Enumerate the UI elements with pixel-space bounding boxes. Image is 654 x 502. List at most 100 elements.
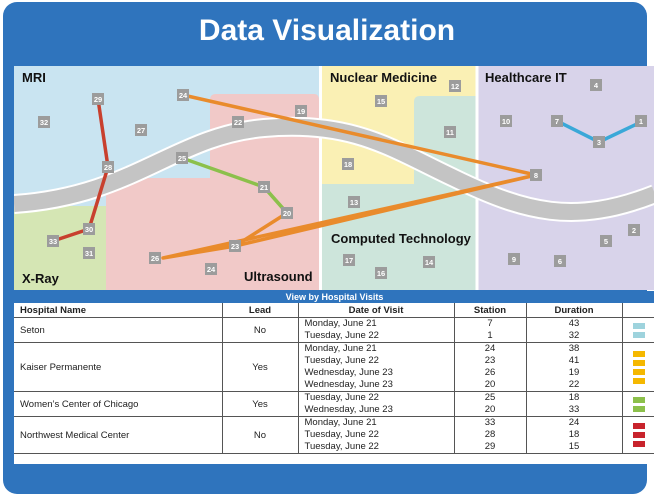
station-12[interactable]: 12 — [449, 80, 461, 92]
svg-text:15: 15 — [377, 97, 385, 106]
station-24[interactable]: 24 — [177, 89, 189, 101]
station-15[interactable]: 15 — [375, 95, 387, 107]
station-29[interactable]: 29 — [92, 93, 104, 105]
station-8[interactable]: 8 — [530, 169, 542, 181]
header-duration[interactable]: Duration — [525, 303, 622, 318]
station-24b[interactable]: 24 — [205, 263, 217, 275]
station-18[interactable]: 18 — [342, 158, 354, 170]
svg-text:19: 19 — [297, 107, 305, 116]
station-27[interactable]: 27 — [135, 124, 147, 136]
svg-text:9: 9 — [512, 255, 516, 264]
zone-computed-technology[interactable] — [322, 96, 477, 290]
visit-stations: 24 23 26 20 — [453, 342, 526, 392]
svg-text:13: 13 — [350, 198, 358, 207]
hospital-name: Women’s Center of Chicago — [14, 391, 222, 417]
header-station[interactable]: Station — [453, 303, 526, 318]
table-row-kaiser-permanente[interactable]: Kaiser Permanente Yes Monday, June 21 Tu… — [14, 342, 654, 392]
station-13[interactable]: 13 — [348, 196, 360, 208]
zone-healthcare-it[interactable] — [477, 66, 654, 290]
header-hospital-name[interactable]: Hospital Name — [14, 303, 222, 318]
color-swatches — [621, 342, 654, 392]
hospital-name: Seton — [14, 317, 222, 343]
station-14[interactable]: 14 — [423, 256, 435, 268]
station-26[interactable]: 26 — [149, 252, 161, 264]
station-9[interactable]: 9 — [508, 253, 520, 265]
svg-text:24: 24 — [207, 265, 216, 274]
station-1[interactable]: 1 — [635, 115, 647, 127]
visit-durations: 38 41 19 22 — [525, 342, 622, 392]
station-19[interactable]: 19 — [295, 105, 307, 117]
svg-text:30: 30 — [85, 225, 93, 234]
route-northwest-medical[interactable] — [51, 97, 110, 243]
header-lead[interactable]: Lead — [221, 303, 298, 318]
station-25[interactable]: 25 — [176, 152, 188, 164]
zone-ultrasound[interactable] — [106, 94, 319, 290]
svg-text:26: 26 — [151, 254, 159, 263]
color-swatch — [632, 396, 645, 403]
svg-text:31: 31 — [85, 249, 93, 258]
station-value: 25 — [484, 392, 496, 403]
station-32[interactable]: 32 — [38, 116, 50, 128]
station-3[interactable]: 3 — [593, 136, 605, 148]
page-title: Data Visualization — [198, 14, 456, 47]
station-value: 33 — [484, 417, 496, 428]
station-6[interactable]: 6 — [554, 255, 566, 267]
visit-stations: 25 20 — [453, 391, 526, 417]
station-17[interactable]: 17 — [343, 254, 355, 266]
station-10[interactable]: 10 — [500, 115, 512, 127]
color-swatch — [632, 377, 645, 384]
visit-date: Tuesday, June 22 — [304, 429, 379, 440]
svg-text:32: 32 — [40, 118, 48, 127]
station-2[interactable]: 2 — [628, 224, 640, 236]
station-7[interactable]: 7 — [551, 115, 563, 127]
visit-date: Tuesday, June 22 — [304, 355, 379, 366]
station-16[interactable]: 16 — [375, 267, 387, 279]
table-row-womens-center[interactable]: Women’s Center of Chicago Yes Tuesday, J… — [14, 391, 654, 417]
hospital-name: Kaiser Permanente — [14, 342, 222, 392]
visit-date: Tuesday, June 22 — [304, 392, 379, 403]
duration-value: 24 — [568, 417, 580, 428]
zone-label-healthcare-it: Healthcare IT — [485, 70, 567, 85]
svg-text:16: 16 — [377, 269, 385, 278]
duration-value: 33 — [568, 404, 580, 415]
floor-map: MRI Nuclear Medicine Healthcare IT X-Ray… — [14, 66, 654, 290]
station-value: 23 — [484, 355, 496, 366]
lead-value: Yes — [221, 391, 298, 417]
visit-stations: 33 28 29 — [453, 416, 526, 454]
duration-value: 41 — [568, 355, 580, 366]
svg-text:8: 8 — [534, 171, 538, 180]
station-markers: 1 2 3 4 5 6 7 8 9 10 11 12 13 14 15 16 1… — [38, 79, 647, 279]
station-33[interactable]: 33 — [47, 235, 59, 247]
color-swatches — [621, 416, 654, 454]
station-5[interactable]: 5 — [600, 235, 612, 247]
svg-text:20: 20 — [283, 209, 291, 218]
station-28[interactable]: 28 — [102, 161, 114, 173]
visit-date: Monday, June 21 — [304, 343, 377, 354]
duration-value: 22 — [568, 379, 580, 390]
lead-value: Yes — [221, 342, 298, 392]
table-row-seton[interactable]: Seton No Monday, June 21 Tuesday, June 2… — [14, 317, 654, 343]
svg-text:18: 18 — [344, 160, 352, 169]
table-header-row: Hospital Name Lead Date of Visit Station… — [14, 303, 654, 318]
color-swatch — [632, 405, 645, 412]
visit-stations: 7 1 — [453, 317, 526, 343]
station-21[interactable]: 21 — [258, 181, 270, 193]
station-value: 20 — [484, 379, 496, 390]
svg-text:1: 1 — [639, 117, 643, 126]
station-4[interactable]: 4 — [590, 79, 602, 91]
station-23[interactable]: 23 — [229, 240, 241, 252]
route-kaiser-permanente[interactable] — [161, 93, 538, 260]
svg-text:22: 22 — [234, 118, 242, 127]
station-31[interactable]: 31 — [83, 247, 95, 259]
svg-text:3: 3 — [597, 138, 601, 147]
visit-durations: 18 33 — [525, 391, 622, 417]
station-22[interactable]: 22 — [232, 116, 244, 128]
color-swatch — [632, 423, 645, 429]
station-20[interactable]: 20 — [281, 207, 293, 219]
color-swatch — [632, 432, 645, 438]
station-30[interactable]: 30 — [83, 223, 95, 235]
header-date-of-visit[interactable]: Date of Visit — [297, 303, 454, 318]
table-row-northwest-medical[interactable]: Northwest Medical Center No Monday, June… — [14, 416, 654, 454]
station-11[interactable]: 11 — [444, 126, 456, 138]
visit-date: Tuesday, June 22 — [304, 441, 379, 452]
